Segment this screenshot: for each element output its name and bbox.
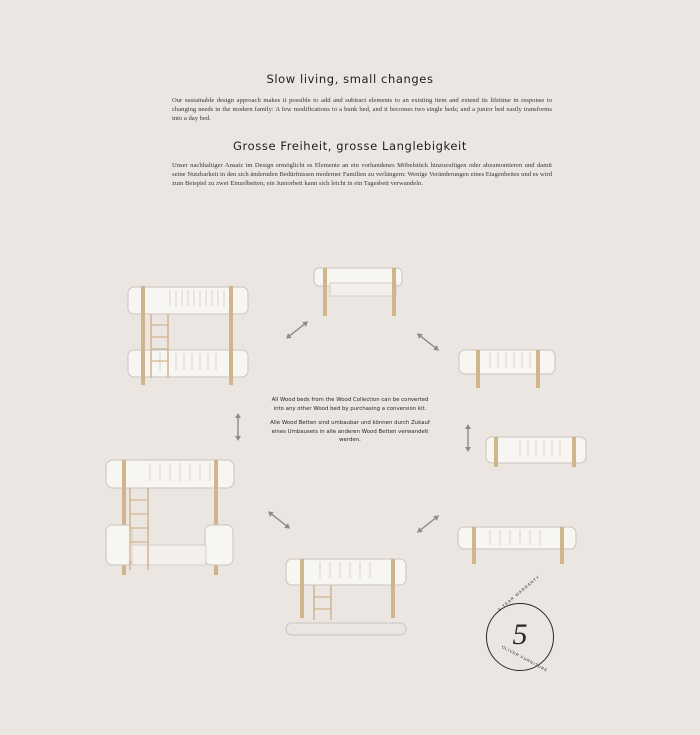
bunk-bed-image <box>127 286 249 385</box>
arrow-icon <box>265 508 293 532</box>
paragraph-english: Our sustainable design approach makes it… <box>172 97 552 122</box>
loft-bed-image <box>105 459 235 575</box>
heading-english: Slow living, small changes <box>266 72 434 86</box>
arrow-icon <box>234 412 242 442</box>
paragraph-german: Unser nachhaltiger Ansatz im Design ermö… <box>172 162 552 187</box>
conversion-note-german: Alle Wood Betten sind umbaubar und könne… <box>270 420 430 444</box>
arrow-icon <box>414 330 442 354</box>
arrow-icon <box>464 423 472 453</box>
junior-bed-image <box>313 267 403 316</box>
day-bed-low-image <box>457 526 577 564</box>
arrow-icon <box>283 318 311 342</box>
day-bed-high-image <box>458 349 556 388</box>
conversion-note: All Wood beds from the Wood Collection c… <box>270 396 430 451</box>
badge-number: 5 <box>512 618 528 651</box>
conversion-note-english: All Wood beds from the Wood Collection c… <box>271 397 429 412</box>
mid-high-bed-image <box>285 558 407 636</box>
arrow-icon <box>414 512 442 536</box>
warranty-badge: 5 YEAR WARRANTY 5 OLIVER FURNITURE <box>486 574 554 673</box>
heading-german: Grosse Freiheit, grosse Langlebigkeit <box>233 139 467 153</box>
single-bed-image <box>485 436 587 467</box>
